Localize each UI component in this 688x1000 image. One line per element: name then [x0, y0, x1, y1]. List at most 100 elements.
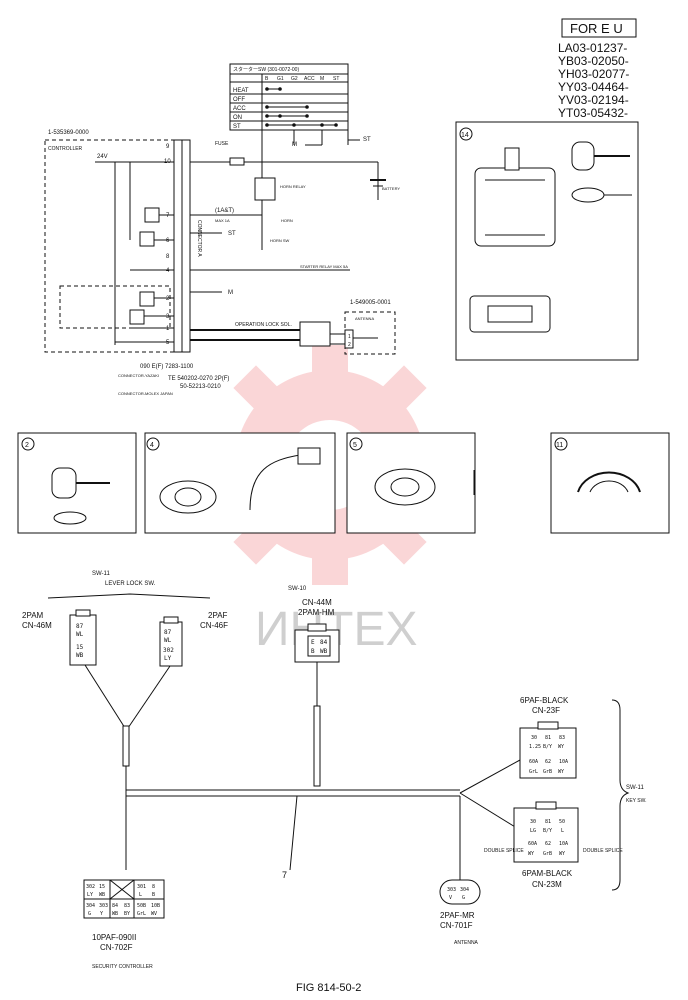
conn-maker-yazaki: CONNECTOR-YAZAKI [118, 373, 159, 378]
svg-text:GrL: GrL [137, 911, 146, 917]
svg-text:B: B [265, 76, 269, 82]
pigtail-connector-icon [297, 447, 321, 465]
svg-text:DOUBLE SPLICE: DOUBLE SPLICE [484, 848, 524, 854]
conn-code3: 50-52213-0210 [180, 384, 221, 390]
battery-icon [370, 179, 386, 187]
svg-text:LY: LY [87, 892, 93, 898]
serial-list: LA03-01237- YB03-02050- YH03-02077- YY03… [558, 41, 629, 120]
serial-1: LA03-01237- [558, 41, 627, 55]
svg-text:HEAT: HEAT [233, 88, 249, 94]
component-11-panel: 11 [550, 432, 670, 534]
antenna-label-schem: ANTENNA [355, 316, 374, 321]
svg-text:11: 11 [556, 442, 563, 449]
harness: SW-11 LEVER LOCK SW. 2PAM CN-46M 87 WL 1… [22, 571, 646, 970]
remote-key-icon [571, 187, 632, 203]
svg-text:2PAF-MR: 2PAF-MR [440, 911, 475, 920]
svg-text:302: 302 [163, 647, 174, 654]
fuse-label: FUSE [215, 141, 229, 147]
voltage-label: 24V [97, 154, 108, 160]
svg-text:6: 6 [166, 238, 170, 244]
svg-text:L: L [139, 892, 142, 898]
sw11-key-label: SW-11 [626, 785, 644, 791]
antenna-part: 1-549005-0001 [350, 300, 391, 306]
component-2-panel: 2 [17, 432, 137, 534]
svg-text:M: M [320, 76, 324, 82]
svg-text:WL: WL [76, 631, 84, 638]
svg-text:62: 62 [545, 841, 551, 847]
svg-text:ACC: ACC [233, 106, 246, 112]
svg-text:50: 50 [559, 819, 565, 825]
svg-text:CN-702F: CN-702F [100, 943, 133, 952]
svg-text:10A: 10A [559, 759, 568, 765]
svg-text:302: 302 [86, 884, 95, 890]
svg-text:LG: LG [530, 828, 536, 834]
svg-text:GrL: GrL [529, 769, 538, 775]
svg-text:V: V [449, 895, 452, 901]
controller-relay-1 [144, 207, 160, 223]
controller-box [44, 139, 176, 353]
controller-label: CONTROLLER [48, 146, 83, 152]
schematic: スターターSW (301-0072-00) B G1 G2 ACC M ST H… [44, 63, 400, 396]
key-position-plate-icon [577, 471, 641, 493]
svg-text:Y: Y [100, 911, 103, 917]
remote-icon-2 [53, 511, 87, 525]
svg-text:SECURITY CONTROLLER: SECURITY CONTROLLER [92, 964, 153, 970]
svg-text:6PAF-BLACK: 6PAF-BLACK [520, 696, 569, 705]
key-icon [571, 141, 630, 171]
svg-text:G: G [462, 895, 465, 901]
svg-text:10B: 10B [151, 903, 160, 909]
horn-relay-label: HORN RELAY [280, 184, 306, 189]
m-label-lower: M [228, 290, 233, 296]
svg-text:ON: ON [233, 115, 242, 121]
svg-text:87: 87 [76, 623, 84, 630]
svg-text:7: 7 [166, 213, 170, 219]
cn-44m-connector: SW-10 CN-44M 2PAM-HM E 84 B WB [288, 586, 340, 663]
svg-text:GrB: GrB [543, 769, 552, 775]
svg-text:62: 62 [545, 759, 551, 765]
svg-text:2PAM: 2PAM [22, 611, 44, 620]
svg-text:CN-46M: CN-46M [22, 621, 52, 630]
svg-text:BY: BY [124, 911, 130, 917]
svg-text:81: 81 [545, 819, 551, 825]
svg-text:8: 8 [152, 884, 155, 890]
svg-text:WY: WY [559, 851, 565, 857]
svg-text:ST: ST [333, 76, 339, 82]
key-sw-bracket [611, 699, 630, 891]
svg-text:1: 1 [166, 326, 170, 332]
svg-text:8: 8 [166, 254, 170, 260]
svg-text:LY: LY [164, 655, 172, 662]
starter-switch-table: スターターSW (301-0072-00) B G1 G2 ACC M ST H… [229, 63, 349, 155]
antenna-ring-icon [374, 468, 436, 506]
svg-text:303: 303 [447, 887, 456, 893]
svg-text:E: E [311, 639, 315, 646]
max-current-label: MAX 1A [215, 218, 230, 223]
op-lock-label: OPERATION LOCK SOL. [235, 322, 292, 328]
svg-text:WY: WY [558, 744, 564, 750]
cn-702f-connector: 302 15 301 8 LY WB L B 304 303 84 83 50B… [83, 879, 165, 970]
svg-text:ANTENNA: ANTENNA [454, 940, 479, 946]
svg-text:1: 1 [348, 334, 351, 340]
sw11-lever-label: SW-11 [92, 571, 110, 577]
svg-text:5: 5 [166, 340, 170, 346]
connector-a-strip [173, 139, 183, 353]
svg-text:WB: WB [320, 648, 328, 655]
svg-text:2: 2 [348, 342, 351, 348]
svg-text:CN-23M: CN-23M [532, 880, 562, 889]
fuse-icon [229, 157, 245, 166]
svg-text:83: 83 [124, 903, 130, 909]
serial-6: YT03-05432- [558, 106, 628, 120]
key-icon-2 [51, 467, 77, 499]
figure-caption: FIG 814-50-2 [296, 982, 361, 994]
lever-lock-label: LEVER LOCK SW. [105, 581, 156, 587]
svg-text:スターターSW (301-0072-00): スターターSW (301-0072-00) [233, 66, 299, 73]
svg-text:30: 30 [530, 819, 536, 825]
svg-text:G: G [88, 911, 91, 917]
svg-text:9: 9 [166, 144, 170, 150]
svg-text:WB: WB [76, 652, 84, 659]
key-sw-label: KEY SW. [626, 798, 646, 804]
svg-text:WB: WB [99, 892, 105, 898]
svg-text:ACC: ACC [304, 76, 315, 82]
svg-text:CN-701F: CN-701F [440, 921, 473, 930]
horn-relay-icon [254, 177, 276, 201]
